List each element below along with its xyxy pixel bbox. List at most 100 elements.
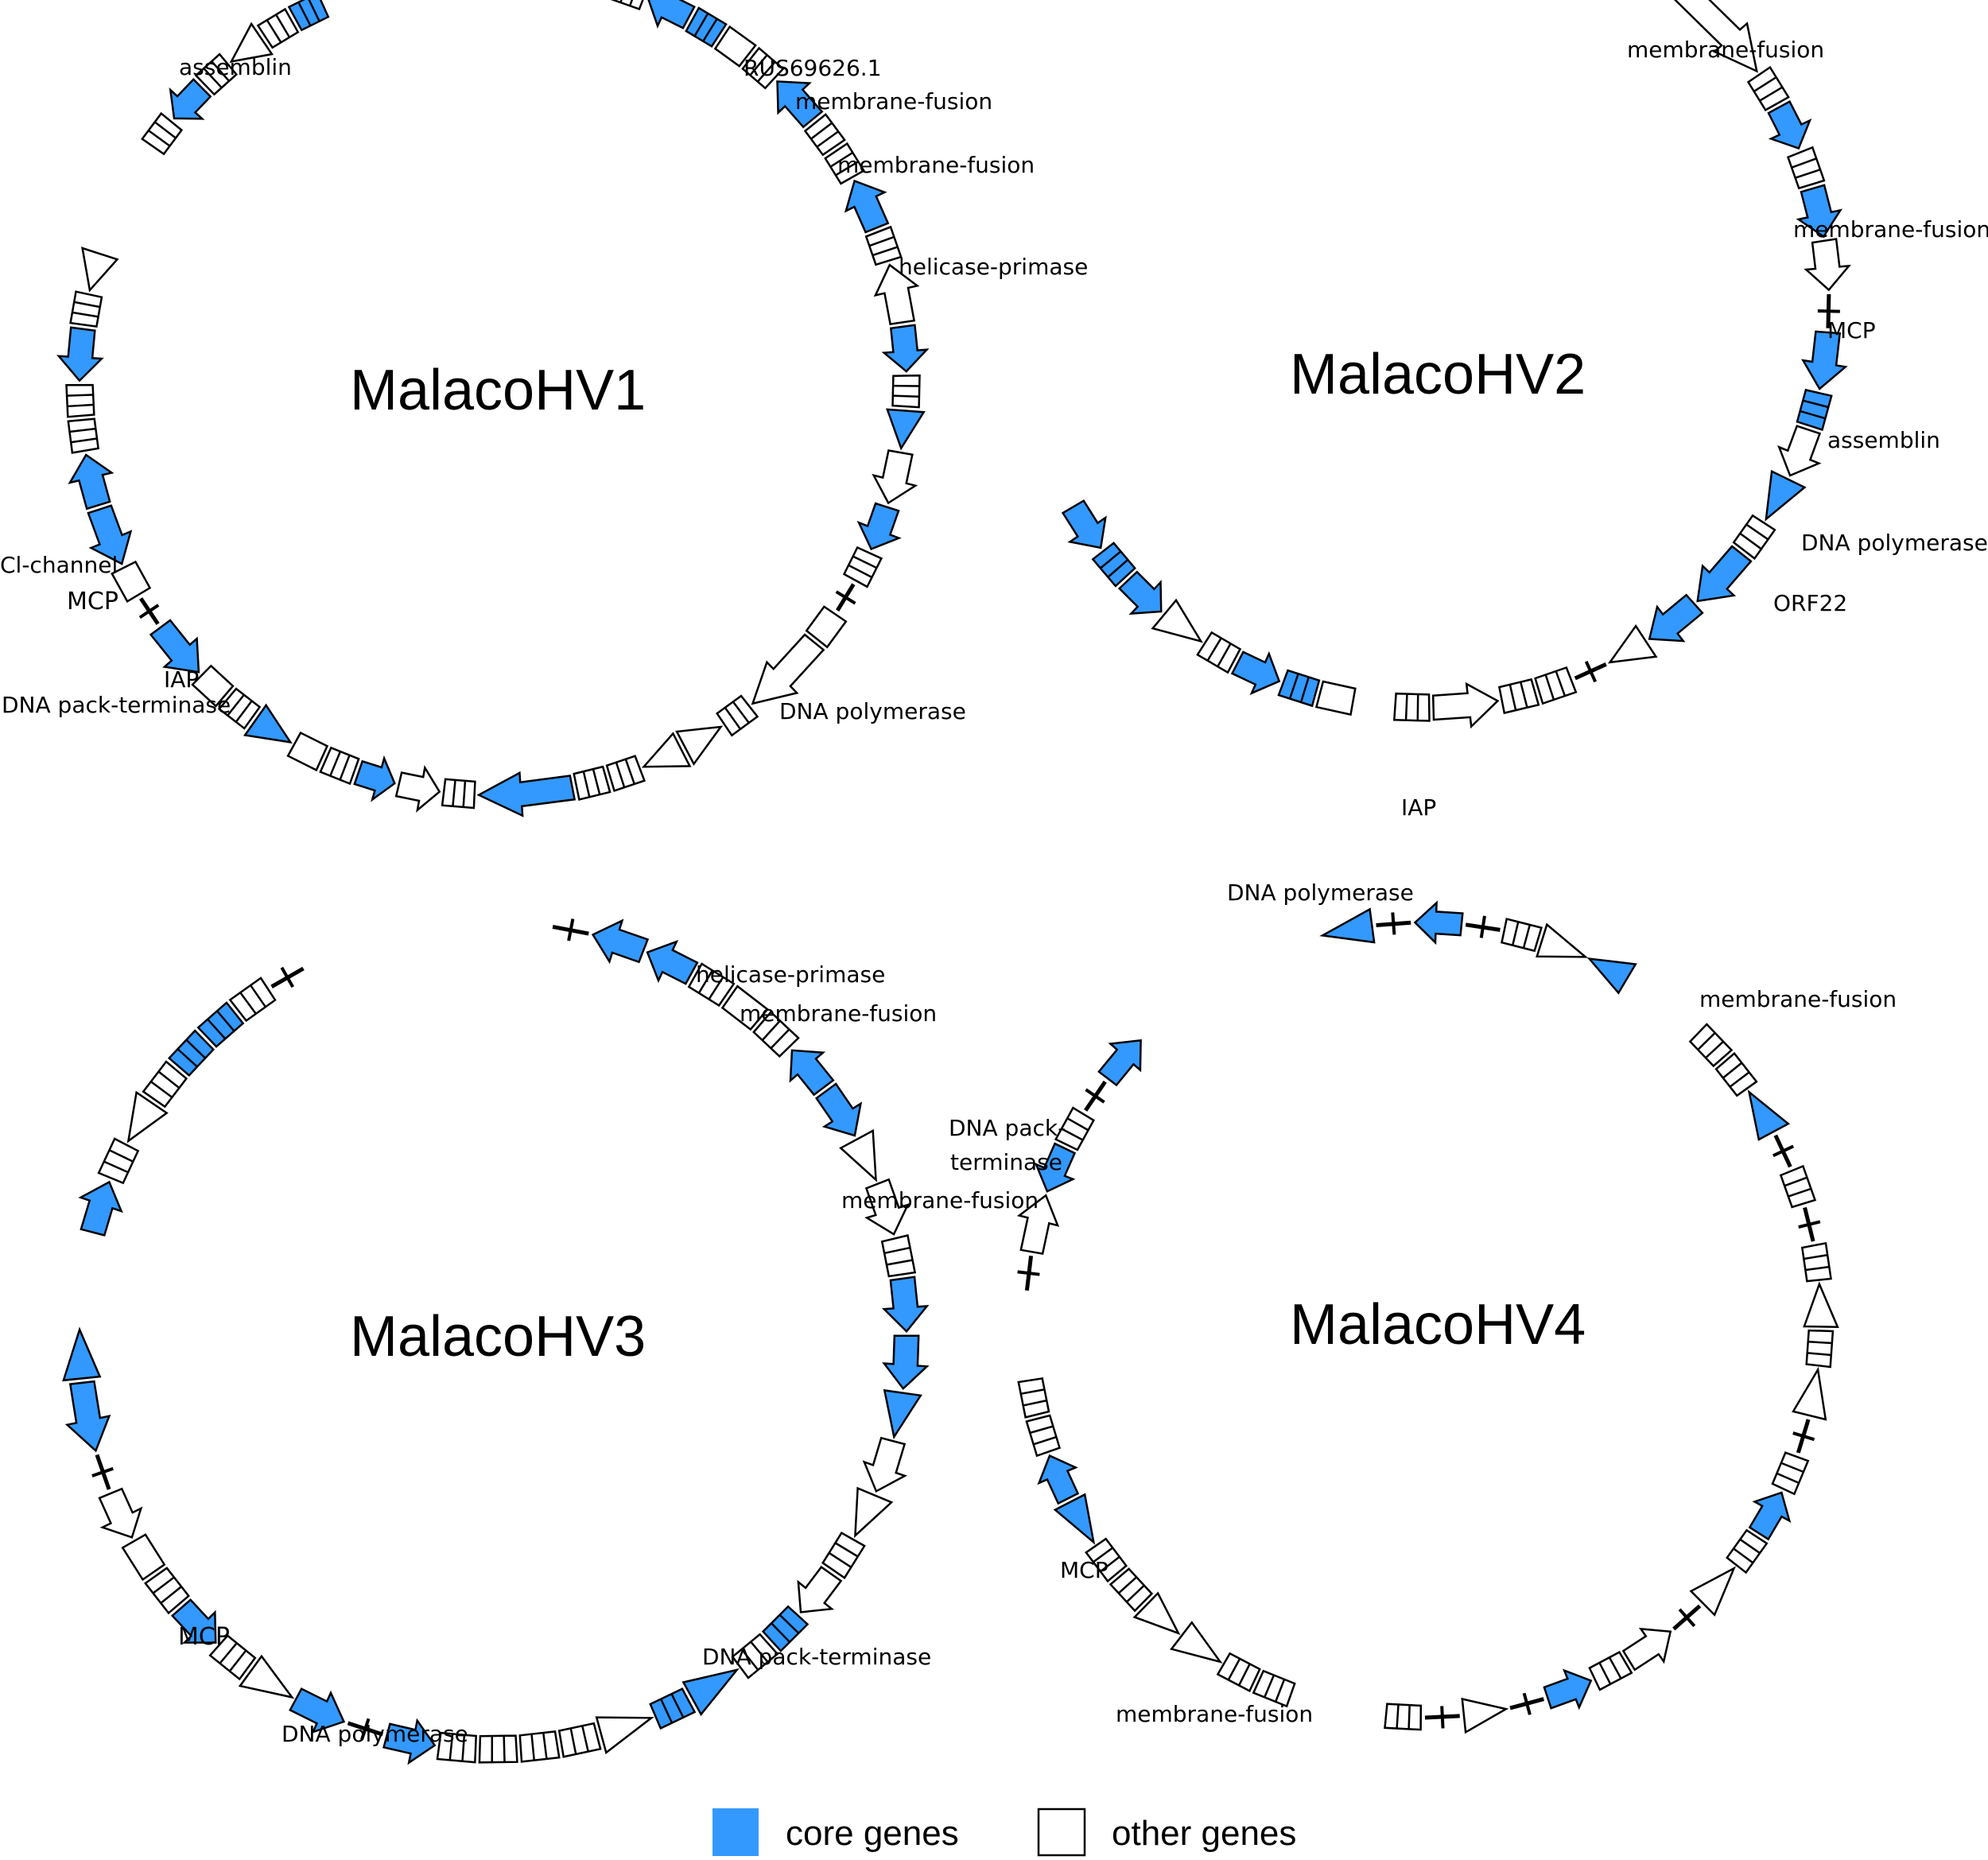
gene-box — [715, 694, 759, 737]
gene-arrow — [353, 755, 396, 802]
gene-arrow — [844, 179, 890, 234]
gene-stripe — [835, 160, 860, 177]
gene-tick — [1798, 1220, 1821, 1229]
gene-box — [731, 1633, 779, 1679]
gene-box — [649, 1687, 697, 1730]
gene-box — [573, 765, 612, 802]
gene-stripe — [73, 301, 100, 309]
gene-box — [1800, 1241, 1832, 1283]
gene-arrow — [169, 78, 212, 120]
gene-arrow — [864, 1178, 910, 1236]
gene-triangle — [883, 1388, 922, 1440]
gene-stripe — [297, 1, 312, 26]
gene-stripe — [249, 984, 266, 1008]
gene-triangle — [1689, 1566, 1736, 1617]
gene-stripe — [329, 751, 341, 777]
legend-other-swatch — [1037, 1808, 1086, 1857]
gene-stripe — [569, 1728, 577, 1755]
gene-arrow — [1543, 1668, 1593, 1711]
gene-box — [687, 962, 736, 1008]
hv4-label-mcp: MCP — [1060, 1557, 1109, 1583]
title-malacohv1: MalacoHV1 — [350, 359, 646, 422]
gene-stripe — [770, 1028, 790, 1049]
hv4-label-membrane-fusion-2: membrane-fusion — [1116, 1701, 1313, 1727]
legend: core genes other genes — [712, 1808, 1296, 1857]
gene-arrow — [591, 918, 650, 965]
gene-arrow — [872, 449, 918, 505]
gene-tick — [1817, 309, 1840, 313]
gene-stripe — [1788, 1187, 1812, 1198]
gene-stripe — [581, 1726, 589, 1753]
gene-triangle — [1461, 1697, 1509, 1734]
gene-stripe — [1404, 693, 1408, 721]
gene-stripe — [1022, 1400, 1047, 1407]
gene-stripe — [771, 1622, 791, 1644]
gene-stripe — [452, 780, 456, 807]
gene-stripe — [1512, 921, 1520, 946]
gene-box — [1534, 666, 1578, 705]
gene-arrow — [1748, 1491, 1792, 1541]
map-malacohv3 — [62, 918, 930, 1765]
gene-stripe — [1396, 1704, 1400, 1730]
gene-tick — [1522, 1692, 1532, 1715]
gene-stripe — [893, 394, 920, 398]
gene-stripe — [1299, 677, 1310, 703]
gene-triangle — [62, 1326, 102, 1382]
gene-stripe — [1803, 399, 1830, 409]
gene-arrow — [56, 326, 104, 382]
gene-arrow — [1696, 545, 1753, 603]
gene-arrow — [170, 1598, 217, 1644]
gene-tick — [1017, 1270, 1040, 1276]
gene-box — [1779, 1164, 1817, 1209]
gene-triangle — [1170, 1621, 1223, 1664]
gene-arrow — [1413, 900, 1464, 946]
gene-box — [142, 1060, 188, 1109]
gene-stripe — [887, 1259, 914, 1266]
gene-stripe — [339, 755, 351, 781]
gene-triangle — [681, 1668, 740, 1717]
gene-stripe — [1598, 1662, 1612, 1685]
gene-stripe — [152, 1576, 175, 1594]
gene-arrow — [64, 1380, 111, 1453]
gene-triangle — [1607, 623, 1658, 664]
gene-stripe — [1125, 1585, 1145, 1603]
hv2-label-dna-polymerase: DNA polymerase — [1801, 530, 1988, 556]
gene-stripe — [702, 17, 718, 42]
gene-box — [286, 731, 329, 772]
gene-box — [217, 687, 262, 730]
gene-box — [1501, 918, 1543, 953]
gene-tick — [360, 1718, 371, 1741]
gene-stripe — [660, 1699, 674, 1724]
hv1-label-assemblin: assemblin — [179, 54, 292, 80]
gene-arrow — [1016, 1194, 1060, 1256]
gene-stripe — [1288, 674, 1299, 700]
gene-box — [441, 778, 476, 810]
gene-stripe — [72, 311, 99, 318]
gene-box — [557, 1722, 602, 1758]
gene-box — [121, 1533, 166, 1582]
gene-stripe — [103, 1160, 129, 1174]
gene-arrow — [382, 1718, 437, 1765]
hv4-label-dna-pack-line1: DNA pack- — [949, 1115, 1066, 1141]
gene-stripe — [1092, 1547, 1113, 1563]
hv1-label-iap: IAP — [164, 666, 199, 693]
gene-stripe — [1206, 638, 1222, 662]
gene-stripe — [779, 1614, 800, 1635]
gene-stripe — [1522, 924, 1532, 949]
gene-box — [167, 1029, 215, 1078]
gene-arrow — [1673, 0, 1758, 73]
hv3-label-dna-pack-terminase: DNA pack-terminase — [702, 1644, 931, 1670]
gene-stripe — [542, 1733, 548, 1760]
gene-box — [1726, 1528, 1769, 1575]
gene-stripe — [1759, 86, 1784, 102]
gene-triangle — [1765, 469, 1807, 522]
gene-arrow — [751, 633, 825, 705]
gene-arrow — [776, 80, 824, 129]
gene-stripe — [157, 1070, 180, 1089]
gene-stripe — [160, 1586, 182, 1605]
gene-stripe — [108, 1148, 134, 1163]
gene-stripe — [308, 0, 320, 21]
gene-stripe — [670, 1693, 685, 1718]
gene-box — [1732, 514, 1776, 561]
gene-box — [69, 290, 103, 328]
